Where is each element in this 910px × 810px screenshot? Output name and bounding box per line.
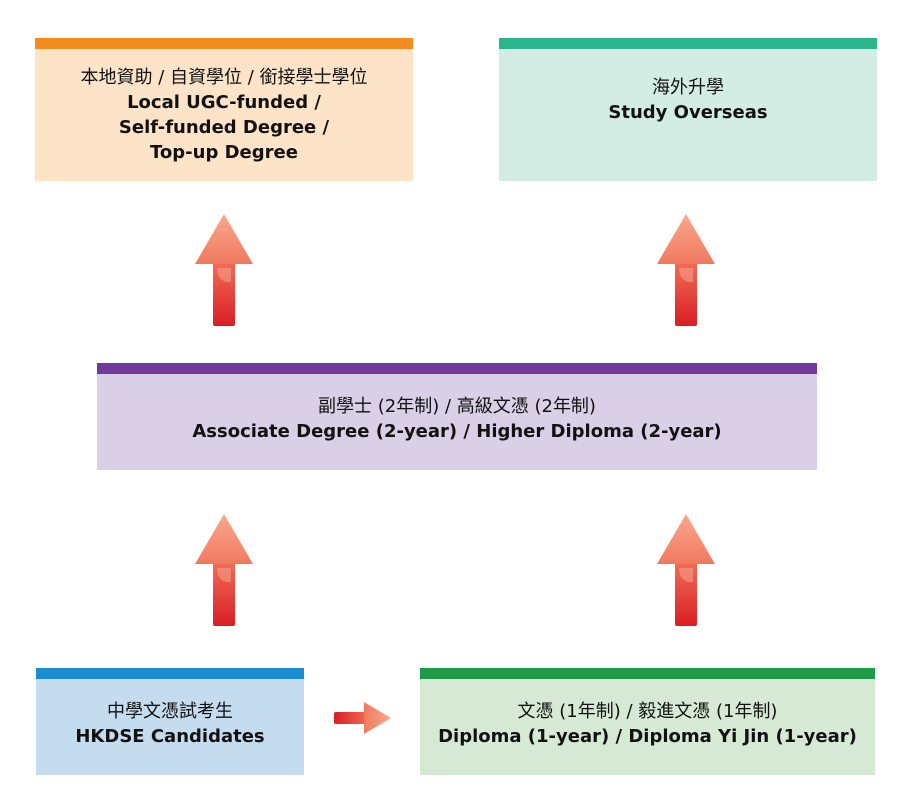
hkdse-label-zh: 中學文憑試考生 [106, 701, 233, 722]
study-overseas-color-bar [499, 38, 877, 49]
local-degree-box: 本地資助 / 自資學位 / 銜接學士學位 Local UGC-funded / … [35, 38, 413, 181]
hkdse-box: 中學文憑試考生 HKDSE Candidates [36, 668, 304, 775]
diploma-label-en: Diploma (1-year) / Diploma Yi Jin (1-yea… [438, 726, 857, 747]
hkdse-color-bar [36, 668, 304, 679]
associate-degree-color-bar [97, 363, 817, 374]
local-degree-label-en-2: Self-funded Degree / [118, 117, 330, 138]
up-arrow-icon [657, 214, 715, 326]
up-arrow-icon [657, 514, 715, 626]
study-overseas-label-zh: 海外升學 [651, 77, 724, 98]
associate-degree-label-zh: 副學士 (2年制) / 高級文憑 (2年制) [318, 396, 596, 417]
local-degree-label-en-1: Local UGC-funded / [127, 92, 321, 113]
local-degree-label-zh: 本地資助 / 自資學位 / 銜接學士學位 [80, 67, 368, 88]
up-arrow-icon [195, 214, 253, 326]
diploma-color-bar [420, 668, 875, 679]
right-arrow-icon [334, 702, 391, 734]
diploma-label-zh: 文憑 (1年制) / 毅進文憑 (1年制) [517, 701, 778, 722]
study-overseas-label-en: Study Overseas [608, 102, 768, 123]
local-degree-color-bar [35, 38, 413, 49]
up-arrow-icon [195, 514, 253, 626]
diploma-box: 文憑 (1年制) / 毅進文憑 (1年制) Diploma (1-year) /… [420, 668, 875, 775]
associate-degree-label-en: Associate Degree (2-year) / Higher Diplo… [192, 421, 722, 442]
associate-degree-box: 副學士 (2年制) / 高級文憑 (2年制) Associate Degree … [97, 363, 817, 470]
hkdse-label-en: HKDSE Candidates [75, 726, 265, 747]
local-degree-label-en-3: Top-up Degree [150, 142, 298, 163]
study-overseas-box: 海外升學 Study Overseas [499, 38, 877, 181]
